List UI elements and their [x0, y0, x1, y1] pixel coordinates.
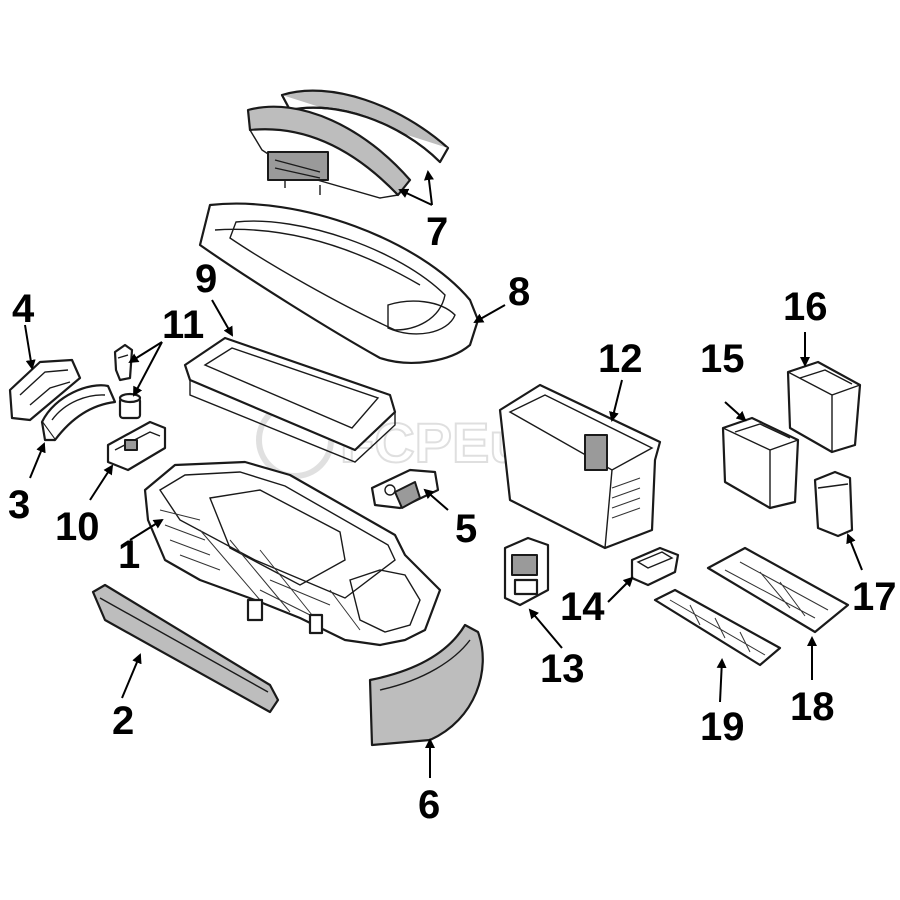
part-2-side-panel — [91, 583, 280, 714]
callout-9: 9 — [195, 257, 217, 301]
part-9-tray — [183, 336, 397, 463]
callout-labels: 1 2 3 4 5 6 7 8 9 10 11 12 13 14 15 16 1… — [8, 210, 897, 827]
part-3-bezel — [40, 384, 117, 442]
part-14-small-tray — [630, 546, 680, 587]
part-16-box — [786, 360, 862, 454]
callout-4: 4 — [12, 287, 35, 331]
part-5-switch-panel — [370, 468, 440, 510]
callout-3: 3 — [8, 483, 30, 527]
callout-12: 12 — [598, 337, 643, 381]
callout-15: 15 — [700, 337, 745, 381]
callout-16: 16 — [783, 285, 828, 329]
part-8-armrest-frame — [198, 202, 480, 364]
leader-lines — [24, 170, 863, 778]
callout-18: 18 — [790, 685, 835, 729]
part-18-large-tray — [706, 546, 850, 634]
part-13-switch — [503, 536, 550, 607]
callout-5: 5 — [455, 507, 477, 551]
callout-1: 1 — [118, 533, 140, 577]
part-7-armrest-lids — [246, 89, 450, 199]
callout-2: 2 — [112, 699, 134, 743]
callout-17: 17 — [852, 575, 897, 619]
part-12-storage-bin — [498, 383, 662, 550]
callout-10: 10 — [55, 505, 100, 549]
part-1-console-body — [143, 460, 442, 647]
callout-7: 7 — [426, 210, 448, 254]
part-10-switch — [106, 420, 167, 472]
part-17-bracket — [813, 470, 854, 538]
callout-14: 14 — [560, 585, 605, 629]
part-4-trim — [8, 358, 82, 422]
part-19-narrow-tray — [653, 588, 782, 667]
part-11-lighter — [113, 343, 142, 420]
part-6-rear-panel — [368, 623, 484, 747]
part-15-box — [721, 416, 800, 510]
callout-13: 13 — [540, 647, 585, 691]
callout-11: 11 — [162, 303, 204, 347]
callout-6: 6 — [418, 783, 440, 827]
callout-19: 19 — [700, 705, 745, 749]
callout-8: 8 — [508, 270, 530, 314]
